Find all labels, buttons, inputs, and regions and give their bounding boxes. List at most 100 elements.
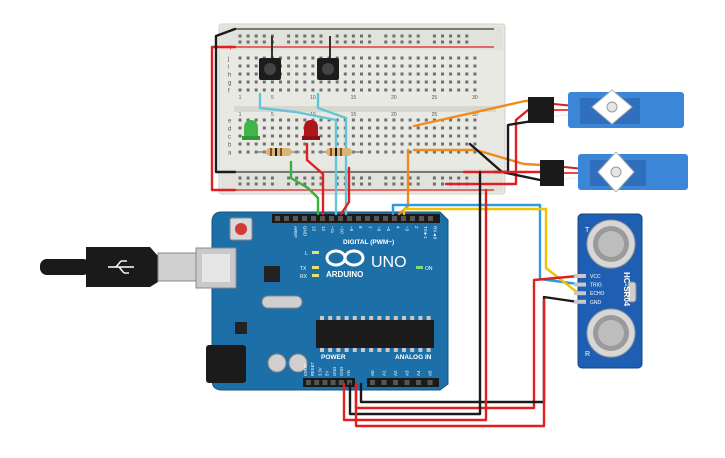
rail-hole — [319, 176, 323, 180]
rail-hole — [351, 34, 355, 38]
breadboard-hole — [303, 118, 307, 122]
capacitor-2 — [288, 353, 308, 373]
arduino-model: UNO — [371, 254, 407, 271]
usb-port-inner — [202, 254, 230, 282]
rail-hole — [238, 176, 242, 180]
rail-hole — [432, 182, 436, 186]
breadboard-hole — [473, 88, 477, 92]
led-on — [416, 266, 423, 269]
breadboard-hole — [400, 126, 404, 130]
breadboard-hole — [424, 142, 428, 146]
servo-motor-1 — [528, 89, 684, 128]
servo-motor-2 — [540, 151, 688, 193]
breadboard-hole — [432, 88, 436, 92]
breadboard-hole — [441, 80, 444, 84]
rail-hole — [416, 182, 420, 186]
breadboard-hole — [384, 118, 388, 122]
power-jack — [206, 345, 246, 383]
chip-pin — [328, 316, 333, 320]
push-button-1[interactable] — [259, 36, 281, 80]
push-button-2[interactable] — [317, 36, 339, 80]
breadboard-hole — [295, 64, 299, 68]
rail-hole — [319, 40, 323, 44]
sensor-model: HC-SR04 — [622, 272, 631, 307]
rail-hole — [441, 34, 444, 38]
rail-hole — [392, 34, 396, 38]
column-number: 30 — [472, 95, 478, 101]
chip-pin — [320, 316, 324, 320]
breadboard-hole — [384, 126, 388, 130]
digital-pin-label: ~6 — [377, 226, 382, 232]
chip-pin — [344, 348, 349, 352]
breadboard-hole — [368, 72, 372, 76]
reset-button-cap[interactable] — [235, 223, 247, 235]
column-number: 25 — [432, 112, 438, 118]
rail-hole — [384, 34, 388, 38]
breadboard-hole — [279, 80, 282, 84]
breadboard-hole — [449, 56, 453, 60]
digital-pin-label: ~11 — [330, 226, 335, 234]
breadboard-hole — [335, 142, 339, 146]
green-led — [242, 120, 260, 140]
breadboard-hole — [295, 126, 299, 130]
breadboard-hole — [335, 126, 339, 130]
breadboard-hole — [392, 150, 396, 154]
header-hole — [419, 216, 424, 221]
breadboard-hole — [416, 88, 420, 92]
breadboard-hole — [376, 126, 380, 130]
rail-hole — [400, 176, 404, 180]
breadboard-hole — [287, 80, 291, 84]
breadboard-hole — [441, 72, 444, 76]
breadboard-hole — [287, 118, 291, 122]
rail-hole — [303, 40, 307, 44]
breadboard-hole — [384, 88, 388, 92]
sensor-pin — [574, 282, 586, 287]
header-hole — [338, 380, 344, 385]
column-number: 20 — [391, 95, 397, 101]
breadboard-hole — [408, 72, 412, 76]
chip-pin — [426, 348, 431, 352]
breadboard-hole — [262, 126, 266, 130]
breadboard-hole — [392, 80, 396, 84]
wire-red-led — [305, 142, 325, 216]
analog-pin-label: A0 — [370, 370, 375, 376]
breadboard-hole — [449, 118, 453, 122]
breadboard-hole — [441, 126, 444, 130]
breadboard-hole — [400, 118, 404, 122]
breadboard-hole — [449, 150, 453, 154]
breadboard-hole — [295, 118, 299, 122]
rail-hole — [246, 34, 250, 38]
wire-cyan-button-2 — [316, 92, 348, 216]
sensor-transducer-t — [586, 219, 636, 269]
breadboard-hole — [368, 142, 372, 146]
column-number: 25 — [432, 95, 438, 101]
header-holes — [275, 216, 433, 385]
rail-hole — [254, 40, 258, 44]
rail-hole — [351, 40, 355, 44]
rail-hole — [457, 176, 461, 180]
breadboard-hole — [449, 134, 453, 138]
breadboard-hole — [465, 126, 469, 130]
rail-hole — [465, 40, 469, 44]
usb-cable — [40, 247, 197, 287]
breadboard-hole — [319, 134, 323, 138]
rail-hole — [408, 182, 412, 186]
breadboard-hole — [368, 56, 372, 60]
header-hole — [302, 216, 307, 221]
chip-pin — [418, 316, 423, 320]
breadboard-hole — [384, 64, 388, 68]
header-hole — [275, 216, 280, 221]
breadboard-hole — [335, 56, 339, 60]
breadboard-hole — [238, 80, 242, 84]
rail-hole — [360, 34, 363, 38]
usb-cable-end — [40, 259, 90, 275]
rail-hole — [295, 182, 299, 186]
breadboard-hole — [424, 72, 428, 76]
breadboard-hole — [400, 72, 404, 76]
breadboard-hole — [343, 80, 347, 84]
breadboard-hole — [303, 142, 307, 146]
rail-hole — [392, 40, 396, 44]
chip-pin — [361, 316, 365, 320]
breadboard-hole — [335, 118, 339, 122]
